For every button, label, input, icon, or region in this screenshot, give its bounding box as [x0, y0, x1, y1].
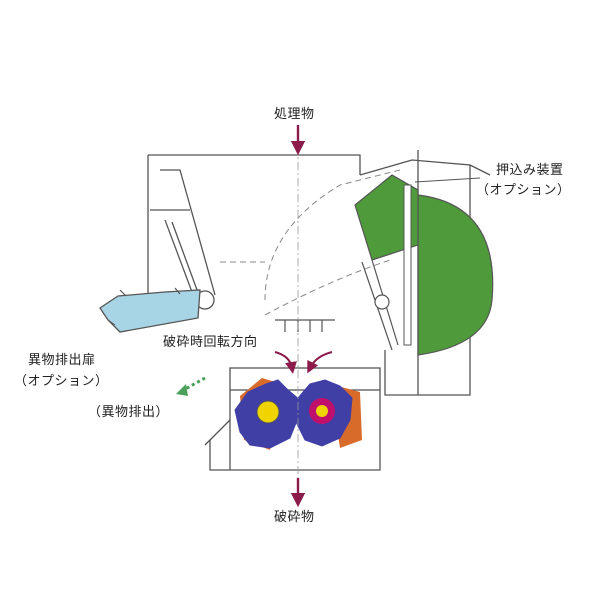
guide-arcs [220, 169, 401, 316]
door-option-label: （オプション） [14, 374, 109, 389]
input-label: 処理物 [274, 107, 315, 122]
pusher-label: 押込み装置 [496, 163, 564, 178]
right-rotor-hub-inner [316, 405, 328, 417]
output-label: 破砕物 [274, 510, 315, 525]
rotation-arrow-right [307, 351, 333, 374]
discharge-door-bracket [119, 287, 181, 297]
pusher-option-label: （オプション） [476, 183, 571, 198]
discharge-door [99, 289, 201, 333]
rotation-label: 破砕時回転方向 [163, 335, 258, 350]
foreign-discharge-arrow [179, 376, 206, 394]
foreign-discharge-arrowhead [176, 384, 188, 396]
door-label: 異物排出扉 [28, 353, 96, 368]
left-chute [150, 169, 216, 310]
rotors [234, 378, 362, 450]
door-leader [107, 319, 116, 326]
pusher-device [354, 174, 494, 356]
left-rotor-hub [256, 400, 280, 424]
pusher-leader [414, 177, 481, 183]
feed-guide [275, 319, 335, 332]
rotation-arrow-left [274, 351, 297, 374]
foreign-discharge-label: （異物排出） [88, 405, 170, 420]
